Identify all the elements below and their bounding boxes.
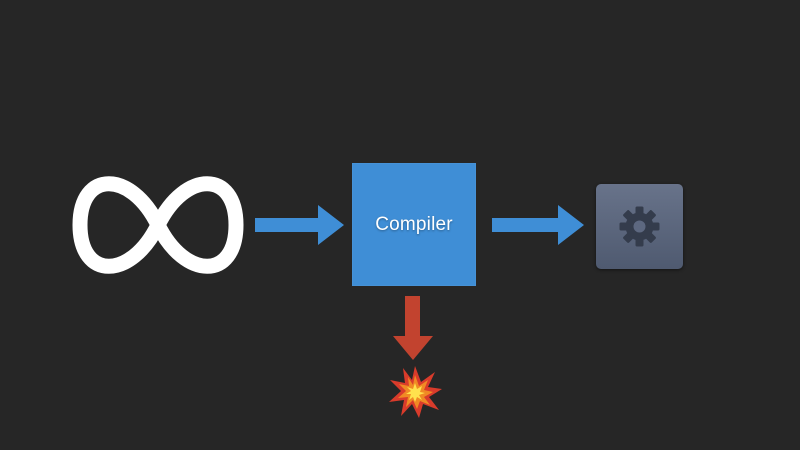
gear-icon [619,206,660,247]
output-arrow [492,205,584,245]
app-tile [596,184,683,269]
input-arrow [255,205,344,245]
explosion-icon [389,366,442,418]
infinity-icon [72,176,244,274]
compiler-box: Compiler [352,163,476,286]
compiler-label: Compiler [375,213,453,235]
failure-arrow [393,296,433,360]
